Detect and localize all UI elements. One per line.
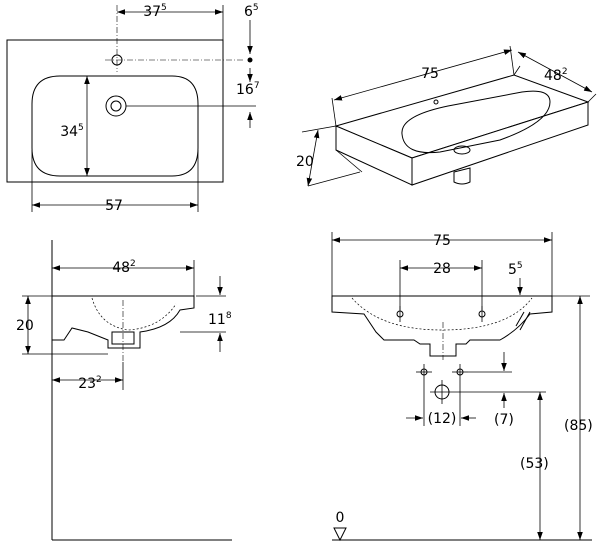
iso-dim-depth: 482 xyxy=(544,67,568,84)
side-view: 482 20 118 232 xyxy=(16,240,232,541)
dim-bowl-width: 57 xyxy=(105,198,123,214)
front-view: 75 28 55 (12) (7) (53) (85) 0 xyxy=(331,232,593,542)
front-dim-waste-spacing: (12) xyxy=(428,411,457,427)
wall-fixing-point xyxy=(247,57,253,63)
front-dim-waste-height: (53) xyxy=(520,456,549,472)
dim-tap-from-center: 375 xyxy=(143,3,167,20)
front-dim-fixing-from-top: 55 xyxy=(508,261,523,278)
front-dim-waste-offset: (7) xyxy=(494,412,514,428)
iso-dim-height: 20 xyxy=(296,154,314,170)
floor-level-label: 0 xyxy=(336,510,345,526)
iso-view: 75 482 20 xyxy=(296,45,597,187)
iso-bowl xyxy=(401,90,551,154)
side-dim-depth: 482 xyxy=(112,259,136,276)
front-dim-install-height: (85) xyxy=(564,418,593,434)
top-view-outline xyxy=(6,39,224,183)
dim-tap-from-back: 65 xyxy=(244,3,259,20)
front-dim-fixing-spacing: 28 xyxy=(433,261,451,277)
dim-overflow-from-back: 167 xyxy=(236,81,260,98)
iso-dim-width: 75 xyxy=(421,66,439,82)
dim-bowl-depth: 345 xyxy=(60,123,84,140)
side-dim-height: 20 xyxy=(16,318,34,334)
iso-side-face xyxy=(411,101,589,186)
side-dim-bowl-depth: 118 xyxy=(208,311,232,328)
top-view: 375 65 167 345 57 xyxy=(6,3,260,214)
front-basin-profile xyxy=(331,295,553,357)
waste-connection-marks xyxy=(416,364,468,404)
front-dim-width: 75 xyxy=(433,233,451,249)
overflow-hole xyxy=(105,95,127,117)
top-view-bowl xyxy=(31,75,199,177)
side-dim-waste-from-wall: 232 xyxy=(78,375,102,392)
